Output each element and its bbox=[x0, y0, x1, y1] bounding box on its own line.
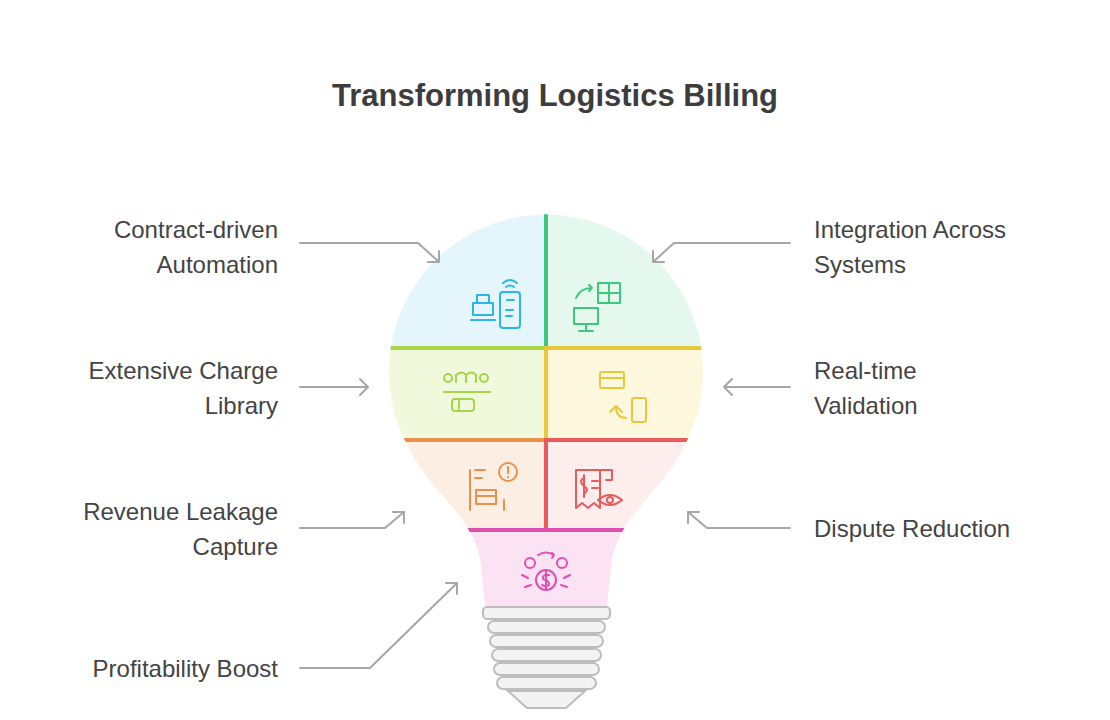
base-collar bbox=[483, 607, 610, 619]
leader-arrow bbox=[688, 512, 790, 528]
leader-arrow bbox=[300, 583, 457, 668]
leakage-icon bbox=[470, 463, 517, 510]
feature-label: Profitability Boost bbox=[8, 651, 278, 686]
lime-segment bbox=[380, 348, 546, 440]
base-thread bbox=[497, 677, 596, 689]
leader-arrow bbox=[653, 243, 790, 262]
feature-label: Contract-driven Automation bbox=[48, 212, 278, 282]
red-segment bbox=[546, 440, 716, 530]
dispute-icon bbox=[576, 470, 622, 508]
segment-icons bbox=[444, 280, 646, 590]
integration-icon bbox=[574, 283, 620, 331]
leader-arrow bbox=[724, 379, 790, 395]
leader-arrows bbox=[300, 243, 790, 668]
feature-label: Integration Across Systems bbox=[814, 212, 1054, 282]
leader-arrow bbox=[300, 243, 439, 262]
yellow-segment bbox=[546, 348, 716, 440]
leader-arrow bbox=[300, 512, 404, 528]
screw-base bbox=[483, 607, 610, 708]
contract-icon bbox=[471, 280, 520, 328]
feature-label: Extensive Charge Library bbox=[48, 353, 278, 423]
diagram-title: Transforming Logistics Billing bbox=[0, 78, 1110, 114]
base-thread bbox=[492, 649, 601, 661]
base-thread bbox=[494, 663, 599, 675]
charge-library-icon bbox=[444, 373, 490, 412]
base-tip bbox=[508, 691, 585, 708]
base-thread bbox=[490, 635, 603, 647]
feature-label: Revenue Leakage Capture bbox=[48, 494, 278, 564]
base-thread bbox=[488, 621, 605, 633]
bulb-segments bbox=[380, 205, 716, 620]
pink-segment bbox=[380, 530, 716, 620]
blue-segment bbox=[380, 205, 546, 348]
leader-arrow bbox=[300, 379, 368, 395]
validation-icon bbox=[600, 372, 646, 422]
profit-icon bbox=[522, 553, 570, 591]
green-segment bbox=[546, 205, 716, 348]
feature-label: Real-time Validation bbox=[814, 353, 964, 423]
feature-label: Dispute Reduction bbox=[814, 511, 1094, 546]
